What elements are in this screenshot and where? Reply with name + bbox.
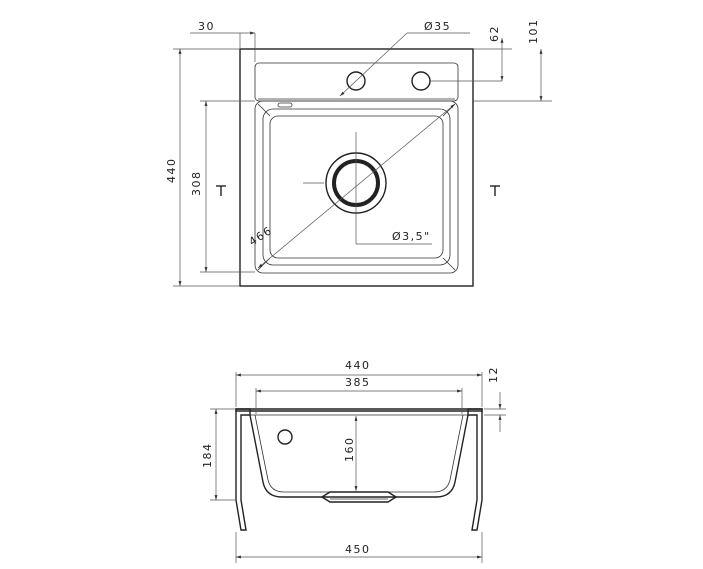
side-view: 440 385 12 184 160 450 — [201, 359, 506, 563]
dim-440-top: 440 — [345, 359, 371, 372]
tap-deck — [254, 62, 459, 102]
dim-308: 308 — [190, 171, 203, 197]
top-view: 30 Ø35 62 101 440 308 466 Ø3,5" — [165, 19, 552, 287]
dim-466: 466 — [247, 224, 275, 249]
dim-101: 101 — [527, 19, 540, 45]
dim-12: 12 — [487, 366, 500, 383]
dim-440-vertical: 440 — [165, 158, 178, 184]
drain-flange — [320, 491, 398, 503]
dim-450: 450 — [345, 543, 371, 556]
dim-62: 62 — [488, 25, 501, 42]
dim-184: 184 — [201, 443, 214, 469]
section-marker-right — [490, 185, 500, 196]
overflow-hole — [277, 429, 293, 445]
dim-160: 160 — [343, 437, 356, 463]
left-wall-section — [235, 408, 251, 531]
sink-outer-outline — [239, 48, 474, 287]
section-marker-left — [216, 185, 226, 196]
dim-385: 385 — [345, 376, 371, 389]
tap-hole-left — [346, 71, 366, 91]
bowl-rim — [254, 100, 459, 274]
dim-d35: Ø35 — [424, 20, 451, 33]
bowl-profile-outer — [249, 414, 469, 498]
dim-drain-35in: Ø3,5" — [392, 230, 431, 243]
tap-hole-right — [411, 71, 431, 91]
overflow-slot — [277, 102, 293, 108]
bowl-profile-inner — [254, 414, 464, 493]
dim-30: 30 — [198, 20, 215, 33]
right-wall-section — [467, 408, 483, 531]
